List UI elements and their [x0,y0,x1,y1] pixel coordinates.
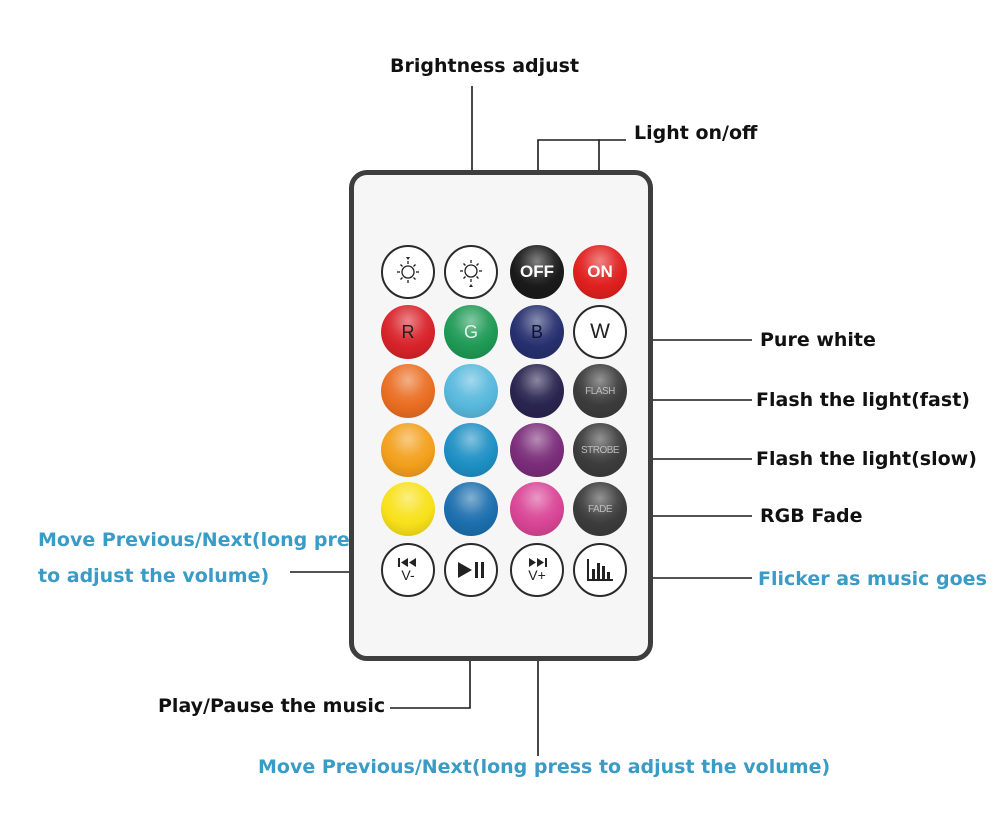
strobe-button[interactable]: STROBE [573,423,627,477]
light-blue-button[interactable] [444,364,498,418]
green-button-label: G [463,321,478,342]
label-pure-white: Pure white [760,329,876,351]
orange-button[interactable] [381,364,435,418]
music-mode-button[interactable] [573,543,627,597]
sun-arrow-up-icon [460,260,482,287]
label-flash-fast: Flash the light(fast) [756,389,970,411]
fade-button-label: FADE [587,503,613,515]
blue-button[interactable]: B [510,305,564,359]
play-pause-button[interactable] [444,543,498,597]
off-button-label: OFF [520,262,554,281]
label-flash-slow: Flash the light(slow) [756,448,977,470]
on-button[interactable]: ON [573,245,627,299]
flash-button[interactable]: FLASH [573,364,627,418]
pink-button[interactable] [510,482,564,536]
equalizer-icon [587,559,613,581]
play-pause-icon [458,562,484,578]
skip-previous-icon [398,558,416,567]
label-play-pause: Play/Pause the music [158,695,386,717]
fade-button[interactable]: FADE [573,482,627,536]
red-button-label: R [401,321,415,342]
off-button[interactable]: OFF [510,245,564,299]
white-button[interactable]: W [573,305,627,359]
label-prev-next-bottom: Move Previous/Next(long press to adjust … [258,756,831,778]
green-button[interactable]: G [444,305,498,359]
white-button-label: W [590,320,610,343]
flash-button-label: FLASH [585,385,615,397]
volume-down-label: V- [401,567,415,583]
on-button-label: ON [587,262,613,281]
label-prev-next-left-line2: to adjust the volume) [38,565,270,587]
label-light-on-off: Light on/off [634,122,758,144]
strobe-button-label: STROBE [580,444,620,456]
brightness-down-button[interactable] [381,245,435,299]
sun-arrow-down-icon [397,257,419,283]
yellow-button[interactable] [381,482,435,536]
volume-up-label: V+ [528,567,546,583]
purple-button[interactable] [510,423,564,477]
mid-blue-button[interactable] [444,482,498,536]
label-flicker-music: Flicker as music goes [758,568,987,590]
blue-button-label: B [530,321,543,342]
label-prev-next-left-line1: Move Previous/Next(long press [38,529,373,551]
brightness-up-button[interactable] [444,245,498,299]
label-brightness-adjust: Brightness adjust [390,55,580,77]
previous-volume-down-button[interactable]: V- [381,543,435,597]
skip-next-icon [529,558,547,567]
next-volume-up-button[interactable]: V+ [510,543,564,597]
amber-button[interactable] [381,423,435,477]
label-rgb-fade: RGB Fade [760,505,863,527]
navy-button[interactable] [510,364,564,418]
red-button[interactable]: R [381,305,435,359]
cyan-blue-button[interactable] [444,423,498,477]
